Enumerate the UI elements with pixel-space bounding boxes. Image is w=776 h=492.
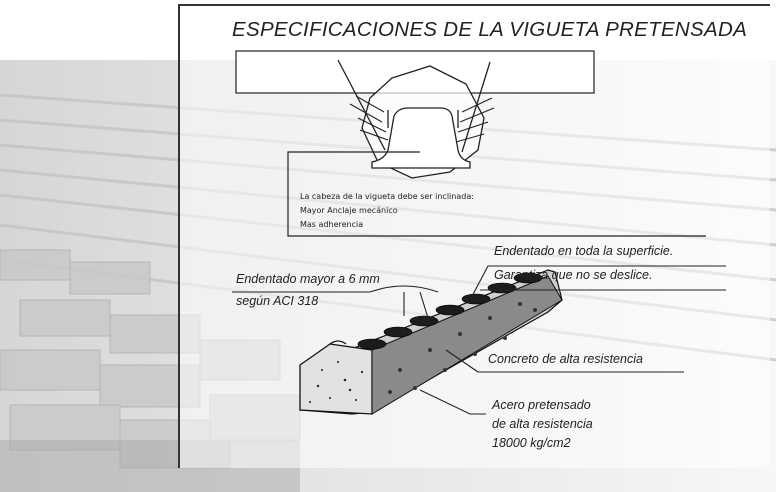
indent-label-2: según ACI 318	[236, 294, 319, 308]
steel-label-1: Acero pretensado	[492, 398, 591, 412]
note-leader	[287, 151, 706, 237]
concrete-label: Concreto de alta resistencia	[488, 352, 643, 366]
beam-cross-section-icon	[337, 59, 495, 179]
prestressed-joist-icon	[299, 269, 563, 415]
steel-label-2: de alta resistencia	[492, 417, 593, 431]
surface-label-2: Garantiza que no se deslice.	[494, 268, 653, 282]
indent-label-1: Endentado mayor a 6 mm	[236, 272, 380, 286]
head-note-line-1: La cabeza de la vigueta debe ser inclina…	[300, 192, 474, 201]
page-title: ESPECIFICACIONES DE LA VIGUETA PRETENSAD…	[232, 18, 748, 41]
surface-label-1: Endentado en toda la superficie.	[494, 244, 674, 258]
head-note-line-3: Mas adherencia	[300, 220, 364, 229]
steel-label-3: 18000 kg/cm2	[492, 436, 571, 450]
head-note-line-2: Mayor Anclaje mecánico	[300, 206, 398, 215]
label-leaders	[232, 265, 726, 415]
